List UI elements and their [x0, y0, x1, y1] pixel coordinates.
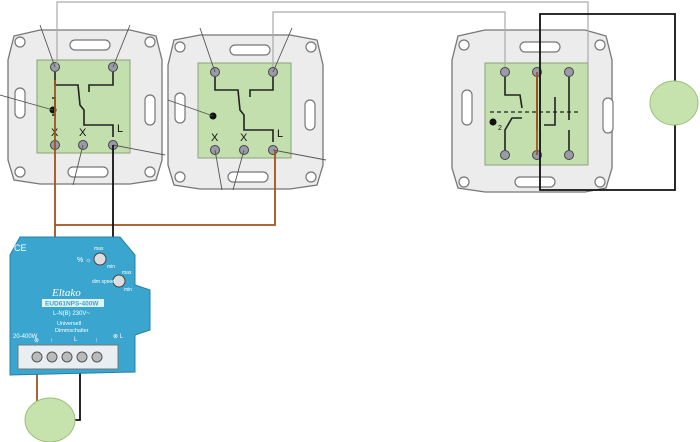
terminal-label: X — [211, 132, 219, 144]
lamp-wire-loop — [539, 13, 676, 191]
terminal-label: L — [74, 337, 78, 343]
description-line2: Dimmschalter — [55, 328, 89, 334]
traveller-wire-1 — [56, 1, 589, 67]
terminal-label: ↑ — [95, 338, 98, 344]
switch-marker: 2 — [498, 125, 502, 132]
terminal-label: X — [240, 132, 248, 144]
dim-speed-potentiometer[interactable] — [112, 274, 126, 288]
ce-mark: CE — [14, 243, 27, 253]
lamp-2 — [24, 397, 76, 442]
side-label: ⊗ L — [113, 334, 124, 340]
power-label: 20-400W — [13, 334, 38, 340]
percent-potentiometer[interactable] — [93, 252, 107, 266]
pot2-min: min — [124, 287, 132, 293]
terminal-label: ↑ — [50, 338, 53, 344]
description-line1: Universell — [57, 321, 81, 327]
switch-2: X X L — [167, 27, 327, 191]
lamp2-wire-black — [74, 358, 81, 421]
brand-logo: Eltako — [51, 287, 81, 299]
switch-1: X X L — [0, 24, 166, 186]
pot1-label: % ☼ — [77, 257, 92, 264]
pot2-max: max — [122, 270, 132, 276]
pot1-max: max — [94, 246, 104, 252]
dimmer-module: CE % ☼ max min dim speed max min Eltako … — [9, 236, 151, 376]
terminal-label: X — [79, 127, 87, 139]
model-label: EUD61NPS-400W — [45, 301, 99, 308]
pot1-min: min — [107, 264, 115, 270]
lamp-1 — [649, 80, 699, 126]
pot2-label: dim speed — [92, 279, 115, 285]
switch-3: 2 — [451, 29, 614, 193]
terminal-label: ⊗ — [34, 338, 39, 344]
voltage-label: L-N(B) 230V~ — [53, 311, 90, 317]
terminal-label: L — [117, 123, 123, 135]
traveller-wire-2 — [272, 11, 506, 67]
terminal-label: L — [277, 128, 283, 140]
